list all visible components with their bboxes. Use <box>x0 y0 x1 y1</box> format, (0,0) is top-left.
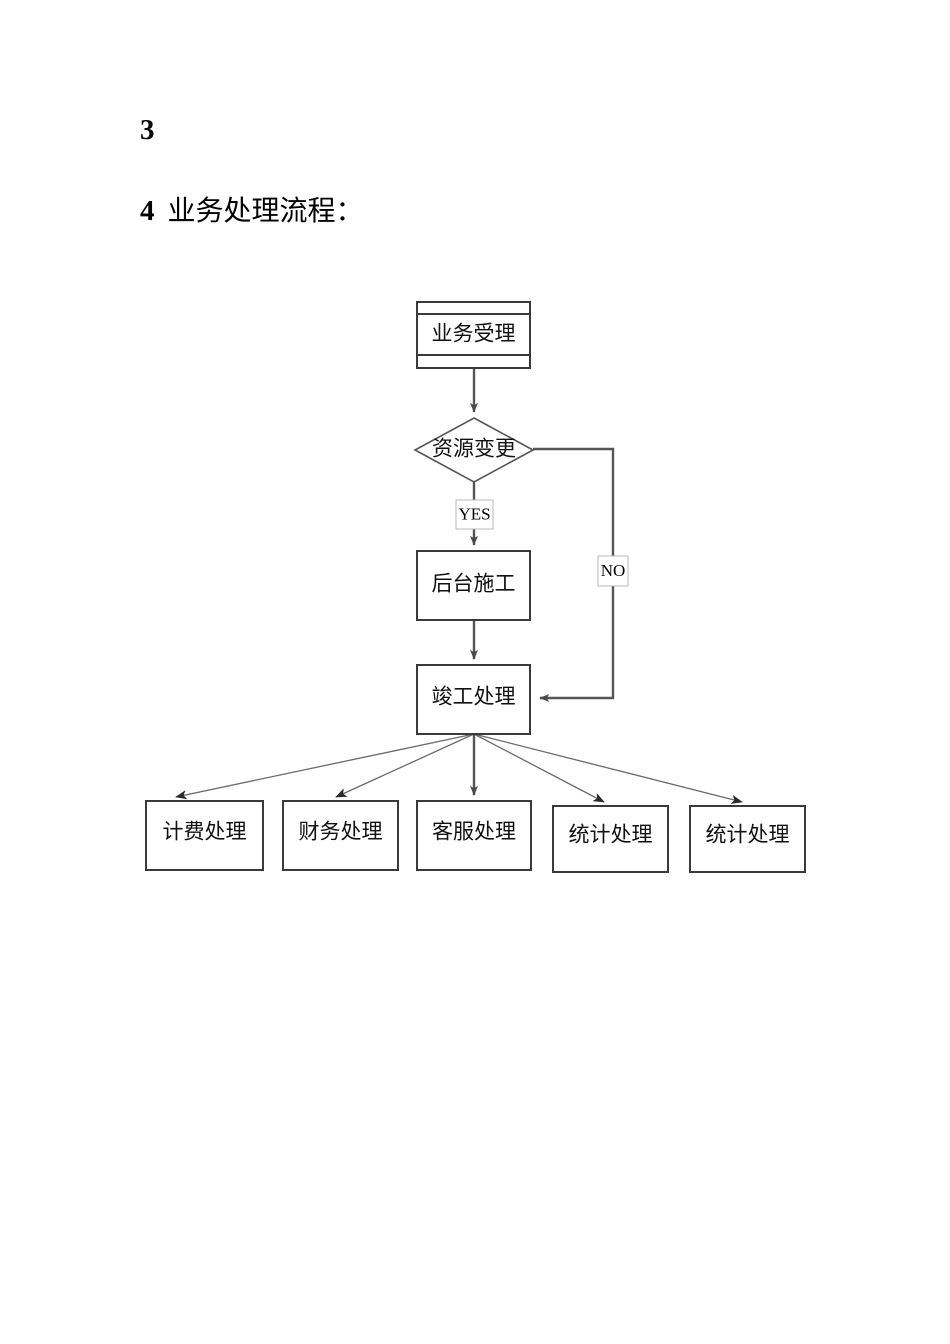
edge-complete-to-finance <box>335 733 475 798</box>
edge-complete-to-billing <box>175 733 475 800</box>
node-complete[interactable]: 竣工处理 <box>416 664 531 735</box>
edge-label-no: NO <box>597 555 629 587</box>
heading-4-number: 4 <box>140 195 155 227</box>
node-stats1[interactable]: 统计处理 <box>552 805 669 873</box>
edge-complete-to-stats1 <box>473 733 605 803</box>
heading-4-text: 业务处理流程： <box>167 194 364 227</box>
yes-label-text: YES <box>458 504 490 523</box>
heading-3-number: 3 <box>140 114 155 146</box>
heading-section-3: 3 <box>140 116 155 145</box>
node-complete-box[interactable] <box>416 664 531 735</box>
node-finance-box[interactable] <box>282 800 399 871</box>
heading-section-4: 4 业务处理流程： <box>140 197 364 226</box>
node-billing[interactable]: 计费处理 <box>145 800 264 871</box>
node-build-box[interactable] <box>416 550 531 621</box>
node-build[interactable]: 后台施工 <box>416 550 531 621</box>
yes-label-box <box>455 499 494 530</box>
node-accept-label: 业务受理 <box>432 322 516 346</box>
node-billing-label: 计费处理 <box>163 820 247 844</box>
no-label-text: NO <box>601 561 626 580</box>
no-label-box <box>597 555 629 587</box>
node-finance[interactable]: 财务处理 <box>282 800 399 871</box>
node-build-label: 后台施工 <box>432 572 516 596</box>
node-billing-box[interactable] <box>145 800 264 871</box>
node-stats1-box[interactable] <box>552 805 669 873</box>
node-service[interactable]: 客服处理 <box>416 800 532 871</box>
node-decision-diamond[interactable] <box>413 417 535 483</box>
node-complete-label: 竣工处理 <box>432 685 516 709</box>
edge-complete-to-stats2 <box>473 733 743 804</box>
edge-label-yes: YES <box>455 499 494 530</box>
node-decision-label: 资源变更 <box>432 437 516 461</box>
node-service-box[interactable] <box>416 800 532 871</box>
node-decision[interactable]: 资源变更 <box>413 417 535 483</box>
node-stats2-box[interactable] <box>689 805 806 873</box>
node-stats1-label: 统计处理 <box>569 823 653 847</box>
node-service-label: 客服处理 <box>432 820 516 844</box>
node-finance-label: 财务处理 <box>299 820 383 844</box>
node-stats2-label: 统计处理 <box>706 823 790 847</box>
node-stats2[interactable]: 统计处理 <box>689 805 806 873</box>
node-accept[interactable]: 业务受理 <box>416 301 531 369</box>
